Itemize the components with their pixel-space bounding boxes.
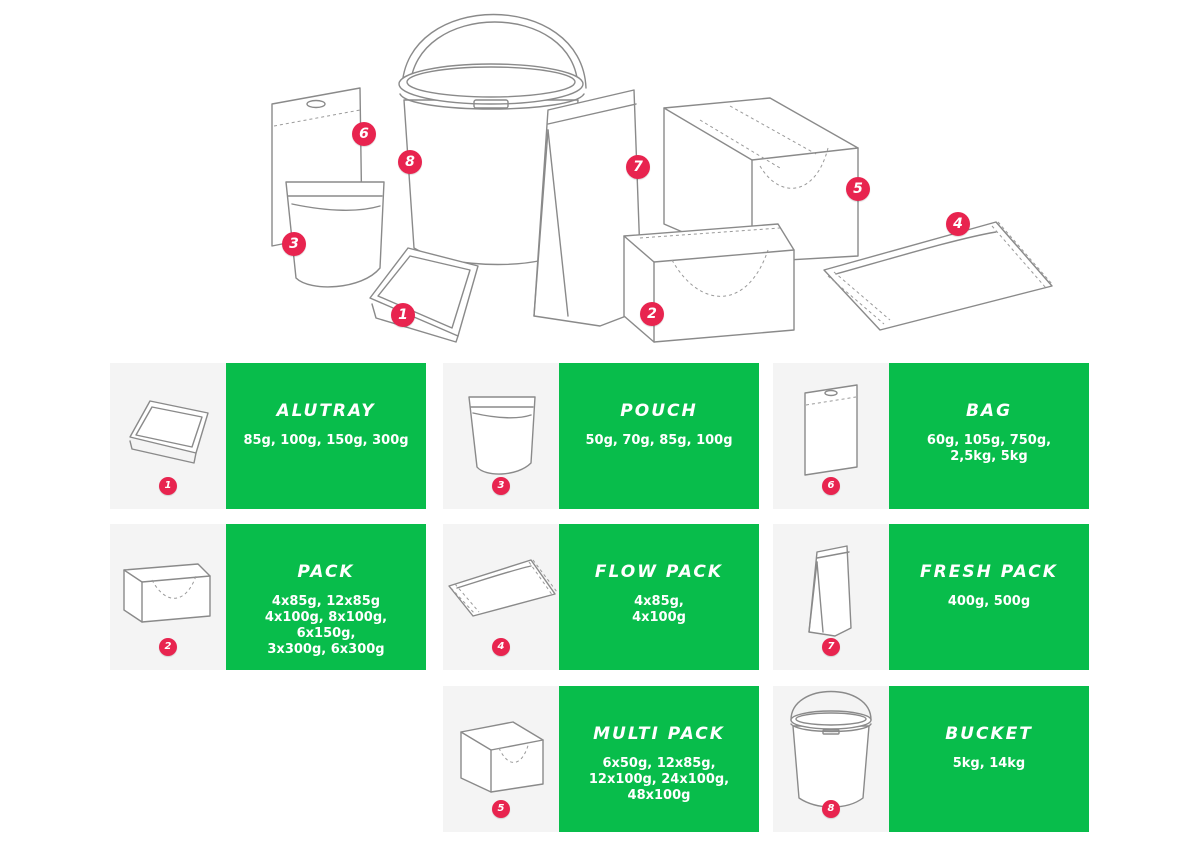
product-number-badge: 2: [159, 638, 177, 656]
product-title: ALUTRAY: [276, 401, 376, 421]
bag-icon: [804, 384, 858, 476]
size-line: 6x150g,: [296, 626, 356, 641]
bucket-illustration-icon: [398, 13, 587, 266]
fresh-pack-icon: [808, 545, 852, 637]
multi-pack-illustration-icon: [663, 97, 859, 263]
pack-box-illustration-icon: [623, 223, 795, 343]
size-line: 48x100g: [627, 788, 691, 803]
size-line: 6x50g, 12x85g,: [602, 756, 716, 771]
product-title: BAG: [965, 401, 1013, 421]
size-line: 2,5kg, 5kg: [950, 449, 1028, 464]
product-info: BUCKET 5kg, 14kg: [889, 686, 1089, 832]
product-card-multi-pack[interactable]: 5 MULTI PACK 6x50g, 12x85g, 12x100g, 24x…: [443, 686, 759, 832]
product-card-bucket[interactable]: 8 BUCKET 5kg, 14kg: [773, 686, 1089, 832]
product-sizes: 85g, 100g, 150g, 300g: [240, 433, 412, 449]
size-line: 4x85g, 12x85g: [271, 594, 381, 609]
product-number-badge: 1: [159, 477, 177, 495]
product-info: FLOW PACK 4x85g, 4x100g: [559, 524, 759, 670]
product-sizes: 4x85g, 12x85g 4x100g, 8x100g, 6x150g, 3x…: [240, 594, 412, 658]
hero-badge-8: 8: [398, 150, 422, 174]
size-line: 4x85g,: [634, 594, 684, 609]
fresh-pack-illustration-icon: [533, 89, 643, 327]
product-card-alutray[interactable]: 1 ALUTRAY 85g, 100g, 150g, 300g: [110, 363, 426, 509]
product-number-badge: 5: [492, 800, 510, 818]
product-info: FRESH PACK 400g, 500g: [889, 524, 1089, 670]
product-info: POUCH 50g, 70g, 85g, 100g: [559, 363, 759, 509]
product-thumb: 4: [443, 524, 559, 670]
product-info: BAG 60g, 105g, 750g, 2,5kg, 5kg: [889, 363, 1089, 509]
product-thumb: 7: [773, 524, 889, 670]
hero-badge-5: 5: [846, 177, 870, 201]
product-card-pack[interactable]: 2 PACK 4x85g, 12x85g 4x100g, 8x100g, 6x1…: [110, 524, 426, 670]
product-title: PACK: [297, 562, 355, 582]
product-number-badge: 4: [492, 638, 510, 656]
product-card-flow-pack[interactable]: 4 FLOW PACK 4x85g, 4x100g: [443, 524, 759, 670]
pouch-illustration-icon: [285, 181, 385, 288]
size-line: 4x100g: [632, 610, 686, 625]
pack-box-icon: [123, 563, 211, 623]
size-line: 400g, 500g: [947, 594, 1031, 609]
product-card-pouch[interactable]: 3 POUCH 50g, 70g, 85g, 100g: [443, 363, 759, 509]
product-thumb: 8: [773, 686, 889, 832]
product-sizes: 6x50g, 12x85g, 12x100g, 24x100g, 48x100g: [573, 756, 745, 804]
hero-badge-6: 6: [352, 122, 376, 146]
multi-pack-icon: [460, 721, 544, 793]
size-line: 12x100g, 24x100g,: [588, 772, 730, 787]
product-number-badge: 7: [822, 638, 840, 656]
alutray-icon: [129, 400, 209, 464]
product-sizes: 400g, 500g: [903, 594, 1075, 610]
hero-badge-7: 7: [626, 155, 650, 179]
product-info: MULTI PACK 6x50g, 12x85g, 12x100g, 24x10…: [559, 686, 759, 832]
product-title: BUCKET: [945, 724, 1033, 744]
product-card-fresh-pack[interactable]: 7 FRESH PACK 400g, 500g: [773, 524, 1089, 670]
product-title: FLOW PACK: [594, 562, 724, 582]
hero-badge-2: 2: [640, 302, 664, 326]
flow-pack-icon: [448, 559, 558, 617]
product-title: FRESH PACK: [920, 562, 1058, 582]
product-sizes: 60g, 105g, 750g, 2,5kg, 5kg: [903, 433, 1075, 465]
product-title: MULTI PACK: [593, 724, 725, 744]
size-line: 60g, 105g, 750g,: [926, 433, 1052, 448]
size-line: 4x100g, 8x100g,: [264, 610, 388, 625]
product-info: PACK 4x85g, 12x85g 4x100g, 8x100g, 6x150…: [226, 524, 426, 670]
hero-badge-3: 3: [282, 232, 306, 256]
product-sizes: 50g, 70g, 85g, 100g: [573, 433, 745, 449]
product-thumb: 3: [443, 363, 559, 509]
product-thumb: 1: [110, 363, 226, 509]
pouch-icon: [468, 396, 536, 475]
product-number-badge: 8: [822, 800, 840, 818]
size-line: 50g, 70g, 85g, 100g: [585, 433, 733, 448]
product-number-badge: 3: [492, 477, 510, 495]
hero-badge-4: 4: [946, 212, 970, 236]
bucket-icon: [790, 690, 872, 808]
product-number-badge: 6: [822, 477, 840, 495]
product-sizes: 5kg, 14kg: [903, 756, 1075, 772]
alutray-illustration-icon: [369, 247, 479, 343]
product-thumb: 6: [773, 363, 889, 509]
product-title: POUCH: [620, 401, 698, 421]
size-line: 85g, 100g, 150g, 300g: [243, 433, 409, 448]
product-thumb: 2: [110, 524, 226, 670]
size-line: 3x300g, 6x300g: [267, 642, 385, 657]
product-card-bag[interactable]: 6 BAG 60g, 105g, 750g, 2,5kg, 5kg: [773, 363, 1089, 509]
product-sizes: 4x85g, 4x100g: [573, 594, 745, 626]
size-line: 5kg, 14kg: [952, 756, 1026, 771]
product-info: ALUTRAY 85g, 100g, 150g, 300g: [226, 363, 426, 509]
packaging-illustration: [271, 13, 1053, 343]
flow-pack-illustration-icon: [823, 221, 1053, 331]
product-thumb: 5: [443, 686, 559, 832]
hero-badge-1: 1: [391, 303, 415, 327]
